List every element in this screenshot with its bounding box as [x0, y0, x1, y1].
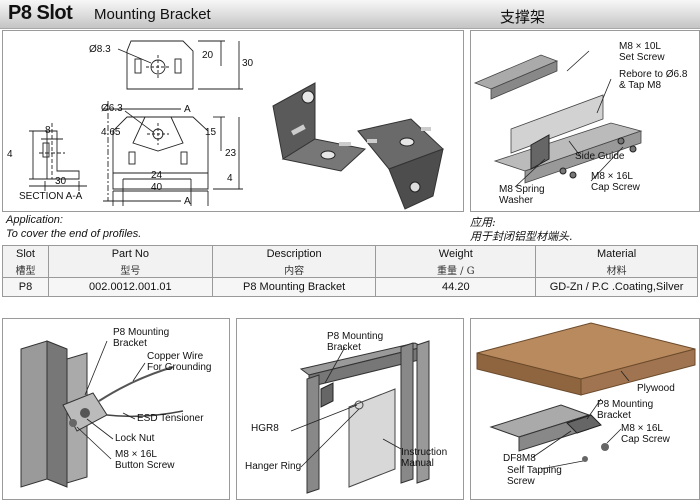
header-slot: Slot	[2, 245, 49, 262]
dim-30b: 30	[55, 176, 67, 187]
assembly-panel: M8 × 10L Set Screw Rebore to Ø6.8 & Tap …	[470, 30, 700, 212]
dim-15: 15	[205, 127, 217, 138]
dim-8: 8	[45, 125, 51, 136]
application-title: Application:	[6, 214, 63, 226]
dim-23: 23	[225, 148, 237, 159]
ex3-cap-screw-label: M8 × 16L Cap Screw	[621, 423, 670, 445]
ex3-bracket-label: P8 Mounting Bracket	[597, 399, 654, 421]
header-material: Material	[535, 245, 698, 262]
df8m8-label: DF8M8	[503, 453, 536, 464]
hgr8-label: HGR8	[251, 423, 279, 434]
technical-drawing-panel: Ø8.3 20 30 Ø6.3 4.65 15 23 24 40 4 8 4 3…	[2, 30, 464, 212]
dim-4b: 4	[7, 149, 13, 160]
button-screw-label: M8 × 16L Button Screw	[115, 449, 175, 471]
bracket-render-2	[357, 118, 444, 210]
example-manual-drawing	[290, 340, 430, 494]
table-row: P8 002.0012.001.01 P8 Mounting Bracket 4…	[2, 277, 698, 297]
cell-slot: P8	[2, 277, 49, 297]
dim-24: 24	[151, 170, 163, 181]
rebore-label: Rebore to Ø6.8 & Tap M8	[619, 69, 688, 91]
spec-table: Slot Part No Description Weight Material…	[2, 245, 698, 297]
cell-part-no: 002.0012.001.01	[47, 277, 213, 297]
header-description-cn: 内容	[211, 262, 377, 278]
product-name-cn: 支撑架	[500, 9, 546, 26]
manual-label: Instruction Manual	[401, 447, 448, 469]
cell-material: GD-Zn / P.C .Coating,Silver	[535, 277, 698, 297]
plywood-label: Plywood	[637, 383, 675, 394]
header-part-no: Part No	[47, 245, 213, 262]
example-esd-panel: P8 Mounting Bracket Copper Wire For Grou…	[2, 318, 230, 500]
application-text-cn: 用于封闭铝型材端头.	[470, 230, 573, 243]
header-weight: Weight	[375, 245, 537, 262]
example-plywood-panel: Plywood P8 Mounting Bracket M8 × 16L Cap…	[470, 318, 700, 500]
section-marker-a: A	[184, 104, 191, 115]
dim-4: 4	[227, 173, 233, 184]
ex1-bracket-label: P8 Mounting Bracket	[113, 327, 170, 349]
header-part-no-cn: 型号	[47, 262, 213, 278]
section-label: SECTION A-A	[19, 191, 83, 202]
example-manual-panel: P8 Mounting Bracket HGR8 Instruction Man…	[236, 318, 464, 500]
slot-title: P8 Slot	[8, 2, 73, 24]
section-marker-a-2: A	[184, 196, 191, 207]
assembly-drawing	[473, 50, 643, 188]
dim-30: 30	[242, 58, 254, 69]
spring-washer-label: M8 Spring Washer	[499, 184, 545, 206]
dim-4-65: 4.65	[101, 127, 121, 138]
header-material-cn: 材料	[535, 262, 698, 278]
lock-nut-label: Lock Nut	[115, 433, 155, 444]
dim-40: 40	[151, 182, 163, 193]
cap-screw-label: M8 × 16L Cap Screw	[591, 171, 640, 193]
ex2-bracket-label: P8 Mounting Bracket	[327, 331, 384, 353]
hanger-ring-label: Hanger Ring	[245, 461, 302, 472]
table-header-row-cn: 槽型 型号 内容 重量 / G 材料	[2, 262, 698, 278]
header-slot-cn: 槽型	[2, 262, 49, 278]
header-description: Description	[211, 245, 377, 262]
dimension-drawing: Ø8.3 20 30 Ø6.3 4.65 15 23 24 40 4 8 4 3…	[7, 40, 444, 210]
set-screw-label: M8 × 10L Set Screw	[619, 41, 665, 63]
dim-hole-dia-2: Ø6.3	[101, 103, 123, 114]
esd-tensioner-label: ESD Tensioner	[137, 413, 204, 424]
bracket-render-1	[272, 82, 367, 172]
cell-description: P8 Mounting Bracket	[211, 277, 377, 297]
title-bar	[0, 0, 700, 29]
dim-20: 20	[202, 50, 214, 61]
header-weight-cn: 重量 / G	[375, 262, 537, 278]
application-title-cn: 应用:	[470, 216, 496, 229]
side-guide-label: Side Guide	[575, 151, 625, 162]
tapping-screw-label: Self Tapping Screw	[507, 465, 562, 487]
product-name: Mounting Bracket	[94, 6, 211, 23]
table-header-row: Slot Part No Description Weight Material	[2, 245, 698, 262]
copper-wire-label: Copper Wire For Grounding	[147, 351, 212, 373]
example-esd-drawing	[20, 340, 184, 488]
application-text: To cover the end of profiles.	[6, 228, 142, 240]
example-plywood-drawing	[476, 322, 696, 470]
cell-weight: 44.20	[375, 277, 537, 297]
dim-hole-dia: Ø8.3	[89, 44, 111, 55]
